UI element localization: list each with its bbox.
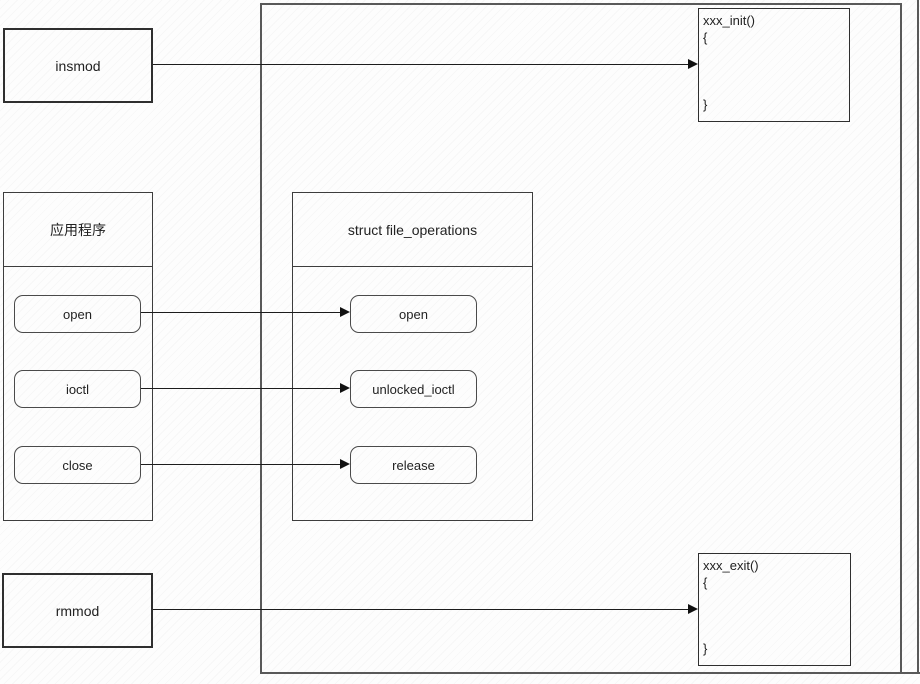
fop-member-release: release [350, 446, 477, 484]
app-call-open: open [14, 295, 141, 333]
insmod-box: insmod [3, 28, 153, 103]
fop-member-unlocked-ioctl: unlocked_ioctl [350, 370, 477, 408]
init-function-close-brace: } [703, 97, 708, 112]
arrow-open-to-open [141, 306, 350, 317]
fop-member-unlocked-ioctl-label: unlocked_ioctl [372, 381, 455, 397]
exit-function-box: xxx_exit() { } [698, 553, 851, 666]
app-call-ioctl: ioctl [14, 370, 141, 408]
file-operations-box-header: struct file_operations [293, 193, 532, 267]
exit-function-close-brace: } [703, 641, 708, 656]
arrowhead-right-icon [688, 603, 698, 614]
application-box-header: 应用程序 [4, 193, 152, 267]
page-edge-vertical-line [917, 0, 919, 674]
exit-function-open-brace: { [703, 575, 708, 590]
arrowhead-right-icon [340, 306, 350, 317]
app-call-open-label: open [63, 306, 92, 322]
rmmod-box: rmmod [2, 573, 153, 648]
page-edge-bottom-line [900, 672, 920, 674]
application-box: 应用程序 open ioctl close [3, 192, 153, 521]
file-operations-box: struct file_operations open unlocked_ioc… [292, 192, 533, 521]
arrow-insmod-to-init [153, 58, 698, 69]
application-title: 应用程序 [50, 221, 106, 238]
app-call-close: close [14, 446, 141, 484]
rmmod-label: rmmod [55, 602, 100, 619]
fop-member-release-label: release [392, 457, 435, 473]
fop-member-open: open [350, 295, 477, 333]
exit-function-signature: xxx_exit() [703, 558, 759, 573]
arrowhead-right-icon [340, 458, 350, 469]
arrowhead-right-icon [340, 382, 350, 393]
init-function-signature: xxx_init() [703, 13, 756, 28]
arrow-ioctl-to-unlocked-ioctl [141, 382, 350, 393]
init-function-open-brace: { [703, 30, 708, 45]
file-operations-title: struct file_operations [347, 221, 478, 238]
fop-member-open-label: open [399, 306, 428, 322]
arrow-close-to-release [141, 458, 350, 469]
arrow-rmmod-to-exit [153, 603, 698, 614]
kernel-container-box [260, 3, 902, 674]
init-function-box: xxx_init() { } [698, 8, 850, 122]
insmod-label: insmod [55, 57, 101, 74]
arrowhead-right-icon [688, 58, 698, 69]
app-call-ioctl-label: ioctl [65, 381, 90, 397]
app-call-close-label: close [62, 457, 93, 473]
